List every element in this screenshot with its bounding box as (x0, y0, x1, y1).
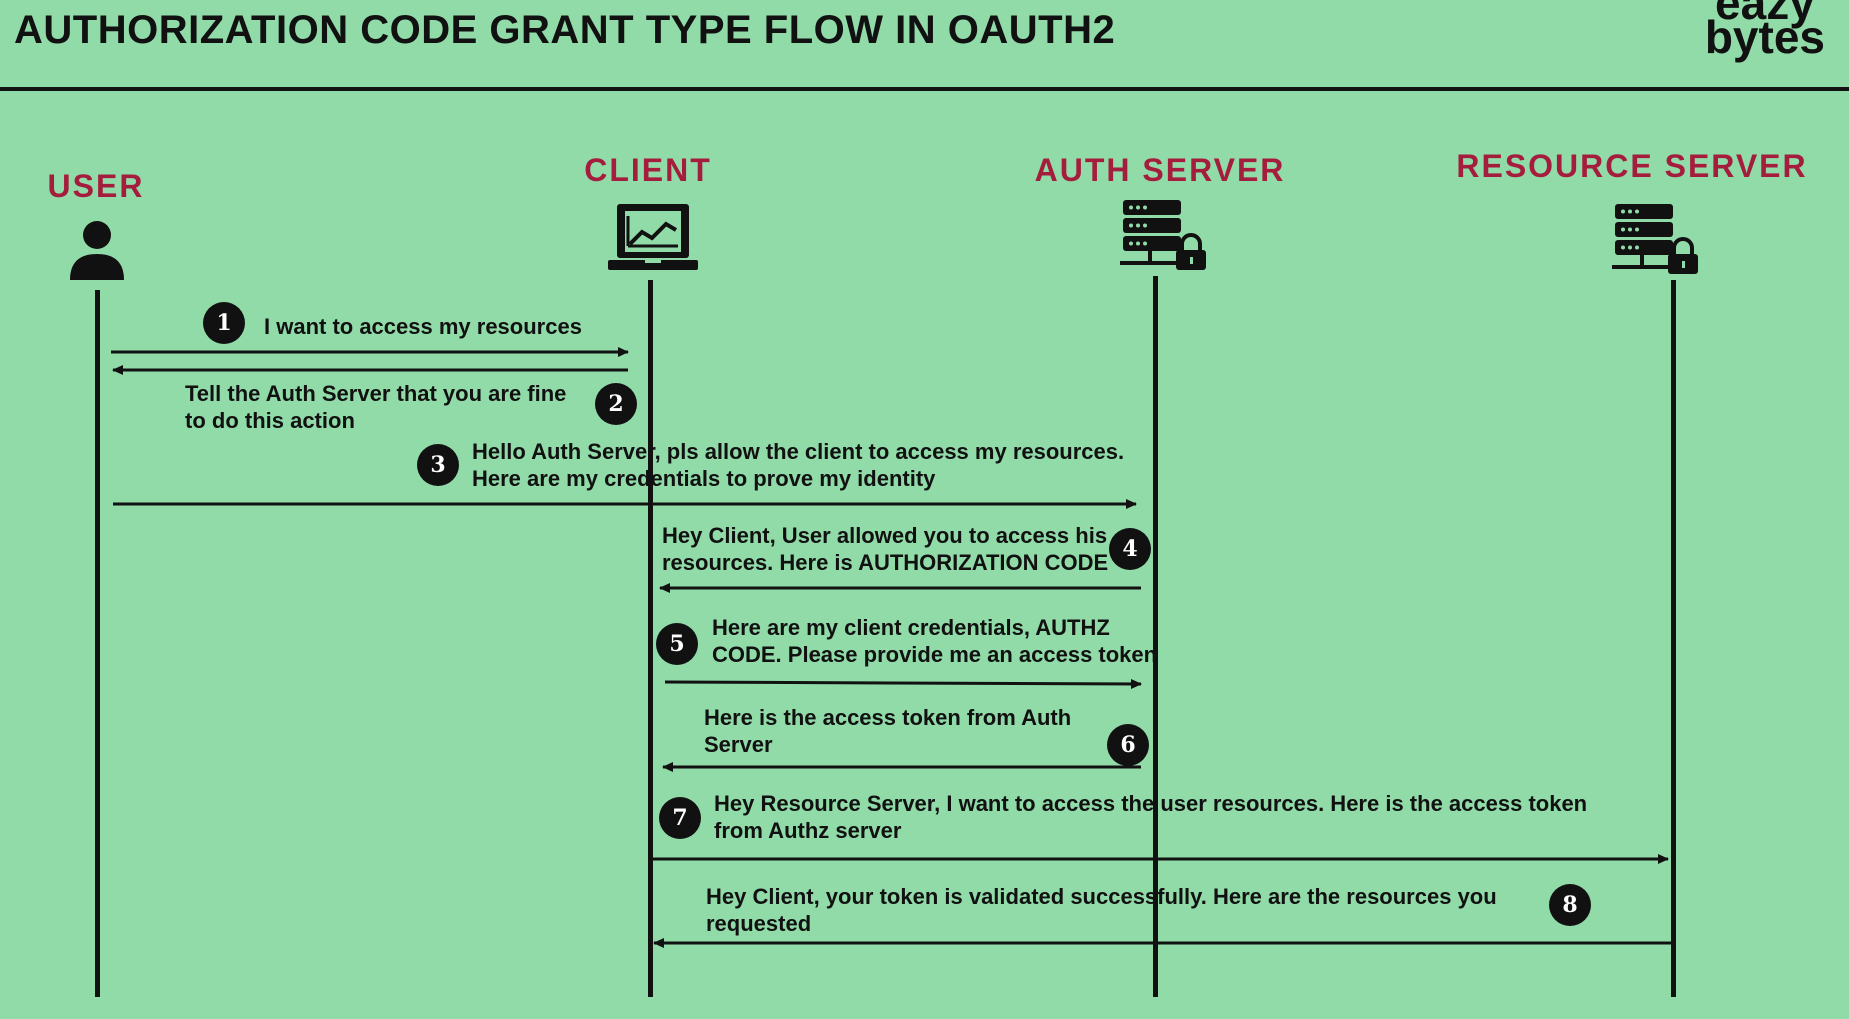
step-8-line-1: Hey Client, your token is validated succ… (706, 884, 1497, 909)
step-2-message: Tell the Auth Server that you are fine t… (185, 380, 566, 434)
step-badge-5: 5 (656, 623, 698, 665)
person-icon (70, 221, 124, 280)
step-badge-3: 3 (417, 444, 459, 486)
step-3-message: Hello Auth Server, pls allow the client … (472, 438, 1124, 492)
laptop-chart-icon (608, 204, 698, 270)
auth-server-lock-icon (1120, 200, 1206, 270)
eazybytes-logo: eazy bytes (1704, 0, 1825, 63)
arrow-step-5 (664, 678, 1142, 689)
step-6-line-1: Here is the access token from Auth (704, 705, 1072, 730)
resource-server-lock-icon (1612, 204, 1698, 274)
step-4-message: Hey Client, User allowed you to access h… (662, 522, 1108, 576)
step-3-line-1: Hello Auth Server, pls allow the client … (472, 439, 1125, 464)
step-1-line-1: I want to access my resources (264, 314, 582, 339)
actor-auth-server-label: AUTH SERVER (1034, 152, 1286, 188)
step-2-line-2: to do this action (185, 408, 355, 433)
user-lifeline (95, 290, 100, 997)
step-4-line-1: Hey Client, User allowed you to access h… (662, 523, 1108, 548)
auth-server-lifeline (1153, 276, 1158, 997)
actor-client-label: CLIENT (584, 152, 712, 188)
step-8-message: Hey Client, your token is validated succ… (706, 883, 1497, 937)
title-divider (0, 87, 1849, 91)
step-badge-1: 1 (203, 302, 245, 344)
step-7-line-1: Hey Resource Server, I want to access th… (714, 791, 1588, 816)
step-badge-4: 4 (1109, 528, 1151, 570)
page-title: AUTHORIZATION CODE GRANT TYPE FLOW IN OA… (14, 8, 1116, 52)
step-6-message: Here is the access token from Auth Serve… (704, 704, 1071, 758)
actor-user-label: USER (47, 168, 145, 204)
step-3-line-2: Here are my credentials to prove my iden… (472, 466, 936, 491)
step-2-line-1: Tell the Auth Server that you are fine (185, 381, 567, 406)
step-8-line-2: requested (706, 911, 812, 936)
step-badge-2: 2 (595, 383, 637, 425)
step-7-message: Hey Resource Server, I want to access th… (714, 790, 1587, 844)
step-6-line-2: Server (704, 732, 773, 757)
client-lifeline (648, 280, 653, 997)
step-badge-6: 6 (1107, 724, 1149, 766)
step-badge-7: 7 (659, 797, 701, 839)
logo-line-2: bytes (1704, 11, 1825, 63)
step-1-message: I want to access my resources (264, 313, 582, 340)
step-4-line-2: resources. Here is AUTHORIZATION CODE (662, 550, 1109, 575)
step-5-line-2: CODE. Please provide me an access token (712, 642, 1158, 667)
step-badge-8: 8 (1549, 884, 1591, 926)
actor-resource-server-label: RESOURCE SERVER (1456, 148, 1808, 184)
step-5-message: Here are my client credentials, AUTHZ CO… (712, 614, 1157, 668)
step-5-line-1: Here are my client credentials, AUTHZ (712, 615, 1110, 640)
resource-server-lifeline (1671, 280, 1676, 997)
step-7-line-2: from Authz server (714, 818, 902, 843)
